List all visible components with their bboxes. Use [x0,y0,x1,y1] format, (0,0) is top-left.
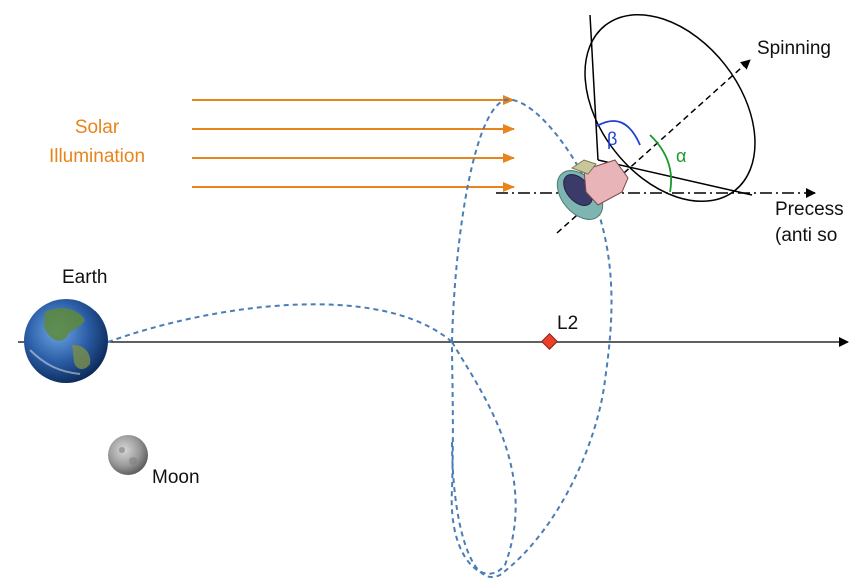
spacecraft-icon [556,159,629,220]
solar-illumination-label: Solar Illumination [17,117,177,168]
earth-label: Earth [62,267,108,288]
moon-icon [108,435,148,475]
precess-label-line-2: (anti so [775,225,838,246]
scan-cone-edge-lower [597,159,753,196]
earth-globe-icon [24,294,108,383]
solar-label-line-1: Solar [74,117,120,138]
alpha-label: α [676,146,687,166]
beta-label: β [607,129,618,149]
orbit-trajectory [107,98,613,578]
halo-orbit-loop-1 [450,341,517,575]
scan-cone-edge-upper [589,14,599,161]
beta-angle-arc [596,120,641,146]
moon-label: Moon [152,467,200,488]
l2-label: L2 [557,313,579,334]
alpha-angle-arc [649,134,672,193]
precess-label-line-1: Precess [775,199,844,220]
l2-marker [541,333,558,350]
spinning-label: Spinning [757,38,831,59]
precess-label: Precess (anti so [775,199,844,247]
solar-label-line-2: Illumination [48,146,146,167]
solar-illumination-arrows [192,95,515,192]
scan-cone [584,13,756,203]
transfer-trajectory [107,303,453,343]
